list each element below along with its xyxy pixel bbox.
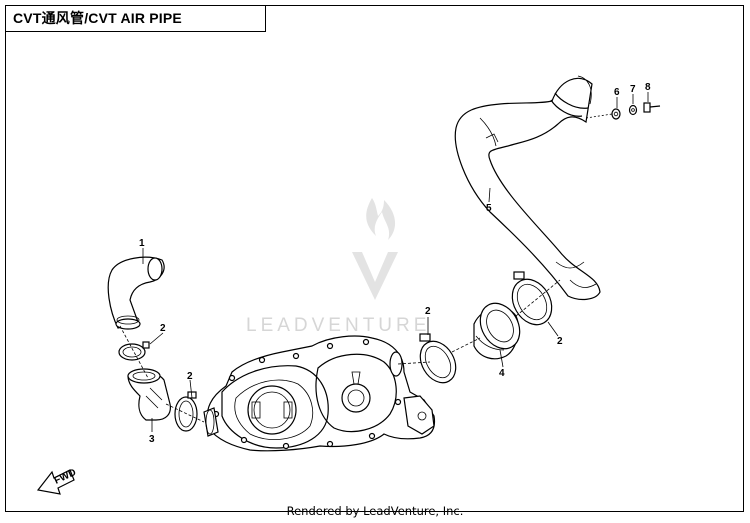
callout-2-left: 2 [160,323,166,334]
callout-1: 1 [139,238,145,249]
callout-6: 6 [614,87,620,98]
title-box [5,5,266,32]
render-credit: Rendered by LeadVenture, Inc. [286,504,464,518]
callout-2-center: 2 [425,306,431,317]
cvt-cover-assembly [203,335,436,452]
part-4-connector-sleeve [473,302,521,360]
callout-3: 3 [149,434,155,445]
part-2-clamp-mid [174,391,198,432]
fwd-arrow-icon: FWD [36,467,78,495]
callout-5: 5 [486,203,492,214]
part-2-clamp-left [118,341,150,361]
part-2-clamp-right [511,271,553,326]
watermark-text: LEADVENTURE [246,315,430,336]
callout-4: 4 [499,368,505,379]
part-3-adapter [127,368,171,421]
part-1-elbow-boot [107,256,165,330]
part-8-bolt [585,102,661,119]
diagram-frame [5,5,744,512]
diagram-title: CVT通风管/CVT AIR PIPE [13,10,182,26]
watermark-logo: LEADVENTURE [246,198,430,336]
part-5-air-pipe [454,75,601,301]
part-7-washer [628,104,638,116]
assembly-centerlines [119,279,561,423]
callout-8: 8 [645,82,651,93]
callout-7: 7 [630,84,636,95]
callout-2-right: 2 [557,336,563,347]
part-6-grommet [611,108,621,120]
part-2-clamp-center [419,333,457,384]
leader-lines [142,92,649,432]
callout-2-mid: 2 [187,371,193,382]
callout-labels: 1 2 2 3 2 2 4 5 6 7 8 [139,82,651,445]
